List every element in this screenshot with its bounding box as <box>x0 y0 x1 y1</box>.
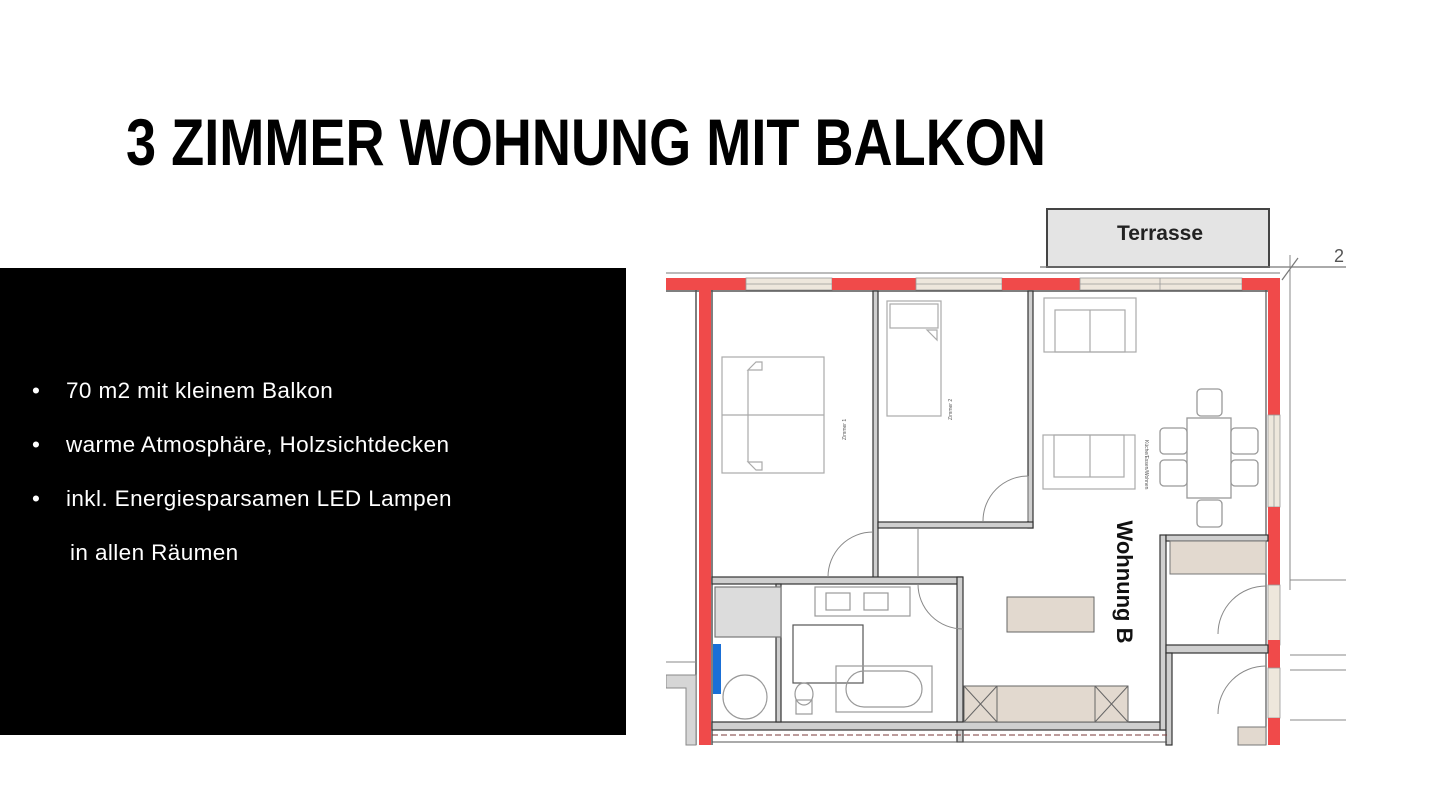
storage-shelf <box>1169 540 1267 575</box>
svg-text:Zimmer 2: Zimmer 2 <box>948 399 954 420</box>
bullet-icon: • <box>32 432 41 457</box>
feature-text: in allen Räumen <box>70 540 239 565</box>
kitchen <box>963 596 1129 723</box>
bathroom <box>713 586 933 720</box>
adjacent-building <box>666 661 697 746</box>
feature-list: • 70 m2 mit kleinem Balkon • warme Atmosph… <box>30 374 452 590</box>
exterior-wall-left <box>695 290 713 745</box>
single-bed <box>886 300 942 417</box>
door-swings <box>827 475 1267 715</box>
feature-text: inkl. Energiesparsamen LED Lampen <box>66 486 452 511</box>
axis-label: 2 <box>1334 246 1344 266</box>
bullet-icon: • <box>32 378 41 403</box>
axis-marker: 2 <box>1040 246 1346 590</box>
dining-table <box>1159 388 1259 528</box>
feature-item: • 70 m2 mit kleinem Balkon <box>30 374 452 428</box>
feature-text: 70 m2 mit kleinem Balkon <box>66 378 334 403</box>
wardrobe <box>1237 726 1267 746</box>
shaft <box>713 644 721 694</box>
double-bed <box>721 356 825 474</box>
interior-walls <box>711 290 1269 746</box>
terrace: Terrasse <box>1046 208 1270 268</box>
exterior-wall-right <box>1265 290 1346 745</box>
bullet-icon: • <box>32 486 41 511</box>
exterior-wall-top <box>666 272 1280 292</box>
svg-text:Küche/Essen/Wohnen: Küche/Essen/Wohnen <box>1143 440 1149 490</box>
terrace-label: Terrasse <box>1117 222 1203 245</box>
exterior-wall-bottom <box>712 734 1167 743</box>
feature-item: • inkl. Energiesparsamen LED Lampen <box>30 482 452 536</box>
sofa <box>1042 297 1137 490</box>
feature-item: • warme Atmosphäre, Holzsichtdecken <box>30 428 452 482</box>
svg-text:Zimmer 1: Zimmer 1 <box>842 419 848 440</box>
page-title: 3 ZIMMER WOHNUNG MIT BALKON <box>126 105 1046 179</box>
feature-text: warme Atmosphäre, Holzsichtdecken <box>66 432 450 457</box>
feature-panel: • 70 m2 mit kleinem Balkon • warme Atmosph… <box>0 268 626 735</box>
feature-item-continuation: in allen Räumen <box>30 536 452 590</box>
floor-plan: Terrasse 2 <box>666 208 1346 746</box>
unit-label: Wohnung B <box>1112 521 1137 644</box>
